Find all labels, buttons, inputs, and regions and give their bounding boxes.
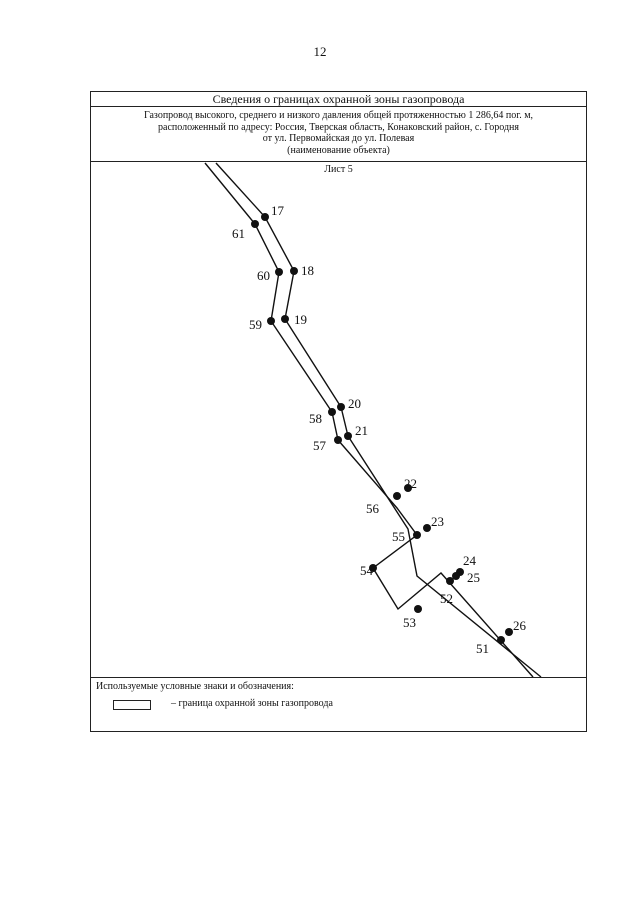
point-label: 24 — [463, 553, 477, 568]
boundary-point — [423, 524, 431, 532]
boundary-point — [261, 213, 269, 221]
boundary-point — [267, 317, 275, 325]
point-label: 20 — [348, 396, 361, 411]
point-label: 19 — [294, 312, 307, 327]
boundary-point — [414, 605, 422, 613]
boundary-point — [497, 636, 505, 644]
point-label: 26 — [513, 618, 527, 633]
point-label: 54 — [360, 563, 374, 578]
point-label: 51 — [476, 641, 489, 656]
point-label: 22 — [404, 476, 417, 491]
boundary-point — [334, 436, 342, 444]
boundary-point — [413, 531, 421, 539]
boundary-line-left — [204, 162, 534, 678]
point-label: 18 — [301, 263, 314, 278]
point-label: 53 — [403, 615, 416, 630]
point-label: 52 — [440, 591, 453, 606]
boundary-point — [505, 628, 513, 636]
boundary-point — [393, 492, 401, 500]
point-label: 23 — [431, 514, 444, 529]
legend: Используемые условные знаки и обозначени… — [91, 677, 586, 734]
point-label: 58 — [309, 411, 322, 426]
boundary-point — [275, 268, 283, 276]
object-line-3: от ул. Первомайская до ул. Полевая — [262, 133, 415, 144]
boundary-drawing: 17 61 18 60 19 59 20 58 21 57 22 56 23 5… — [204, 162, 542, 678]
object-description: Газопровод высокого, среднего и низкого … — [91, 106, 586, 162]
sheet-label: Лист 5 — [324, 164, 353, 175]
boundary-point — [328, 408, 336, 416]
point-label: 57 — [313, 438, 327, 453]
point-label: 59 — [249, 317, 262, 332]
legend-item-text: – граница охранной зоны газопровода — [171, 698, 333, 709]
boundary-point — [369, 564, 377, 572]
document-title: Сведения о границах охранной зоны газопр… — [91, 92, 586, 107]
boundary-point — [404, 484, 412, 492]
boundary-point — [344, 432, 352, 440]
boundary-line-right — [215, 162, 542, 678]
point-label: 21 — [355, 423, 368, 438]
boundary-point — [290, 267, 298, 275]
point-label: 60 — [257, 268, 270, 283]
boundary-point — [446, 577, 454, 585]
boundary-point — [281, 315, 289, 323]
point-label: 55 — [392, 529, 405, 544]
object-line-2: расположенный по адресу: Россия, Тверска… — [158, 121, 519, 133]
point-label: 17 — [271, 203, 285, 218]
legend-title: Используемые условные знаки и обозначени… — [96, 681, 294, 692]
point-label: 25 — [467, 570, 480, 585]
object-caption: (наименование объекта) — [287, 144, 390, 156]
point-label: 56 — [366, 501, 380, 516]
object-line-1: Газопровод высокого, среднего и низкого … — [143, 110, 534, 121]
boundary-point — [452, 572, 460, 580]
boundary-swatch — [113, 700, 151, 710]
boundary-point — [251, 220, 259, 228]
page-number: 12 — [313, 44, 327, 59]
boundary-point — [337, 403, 345, 411]
point-label: 61 — [232, 226, 245, 241]
document-frame: Сведения о границах охранной зоны газопр… — [90, 91, 587, 732]
